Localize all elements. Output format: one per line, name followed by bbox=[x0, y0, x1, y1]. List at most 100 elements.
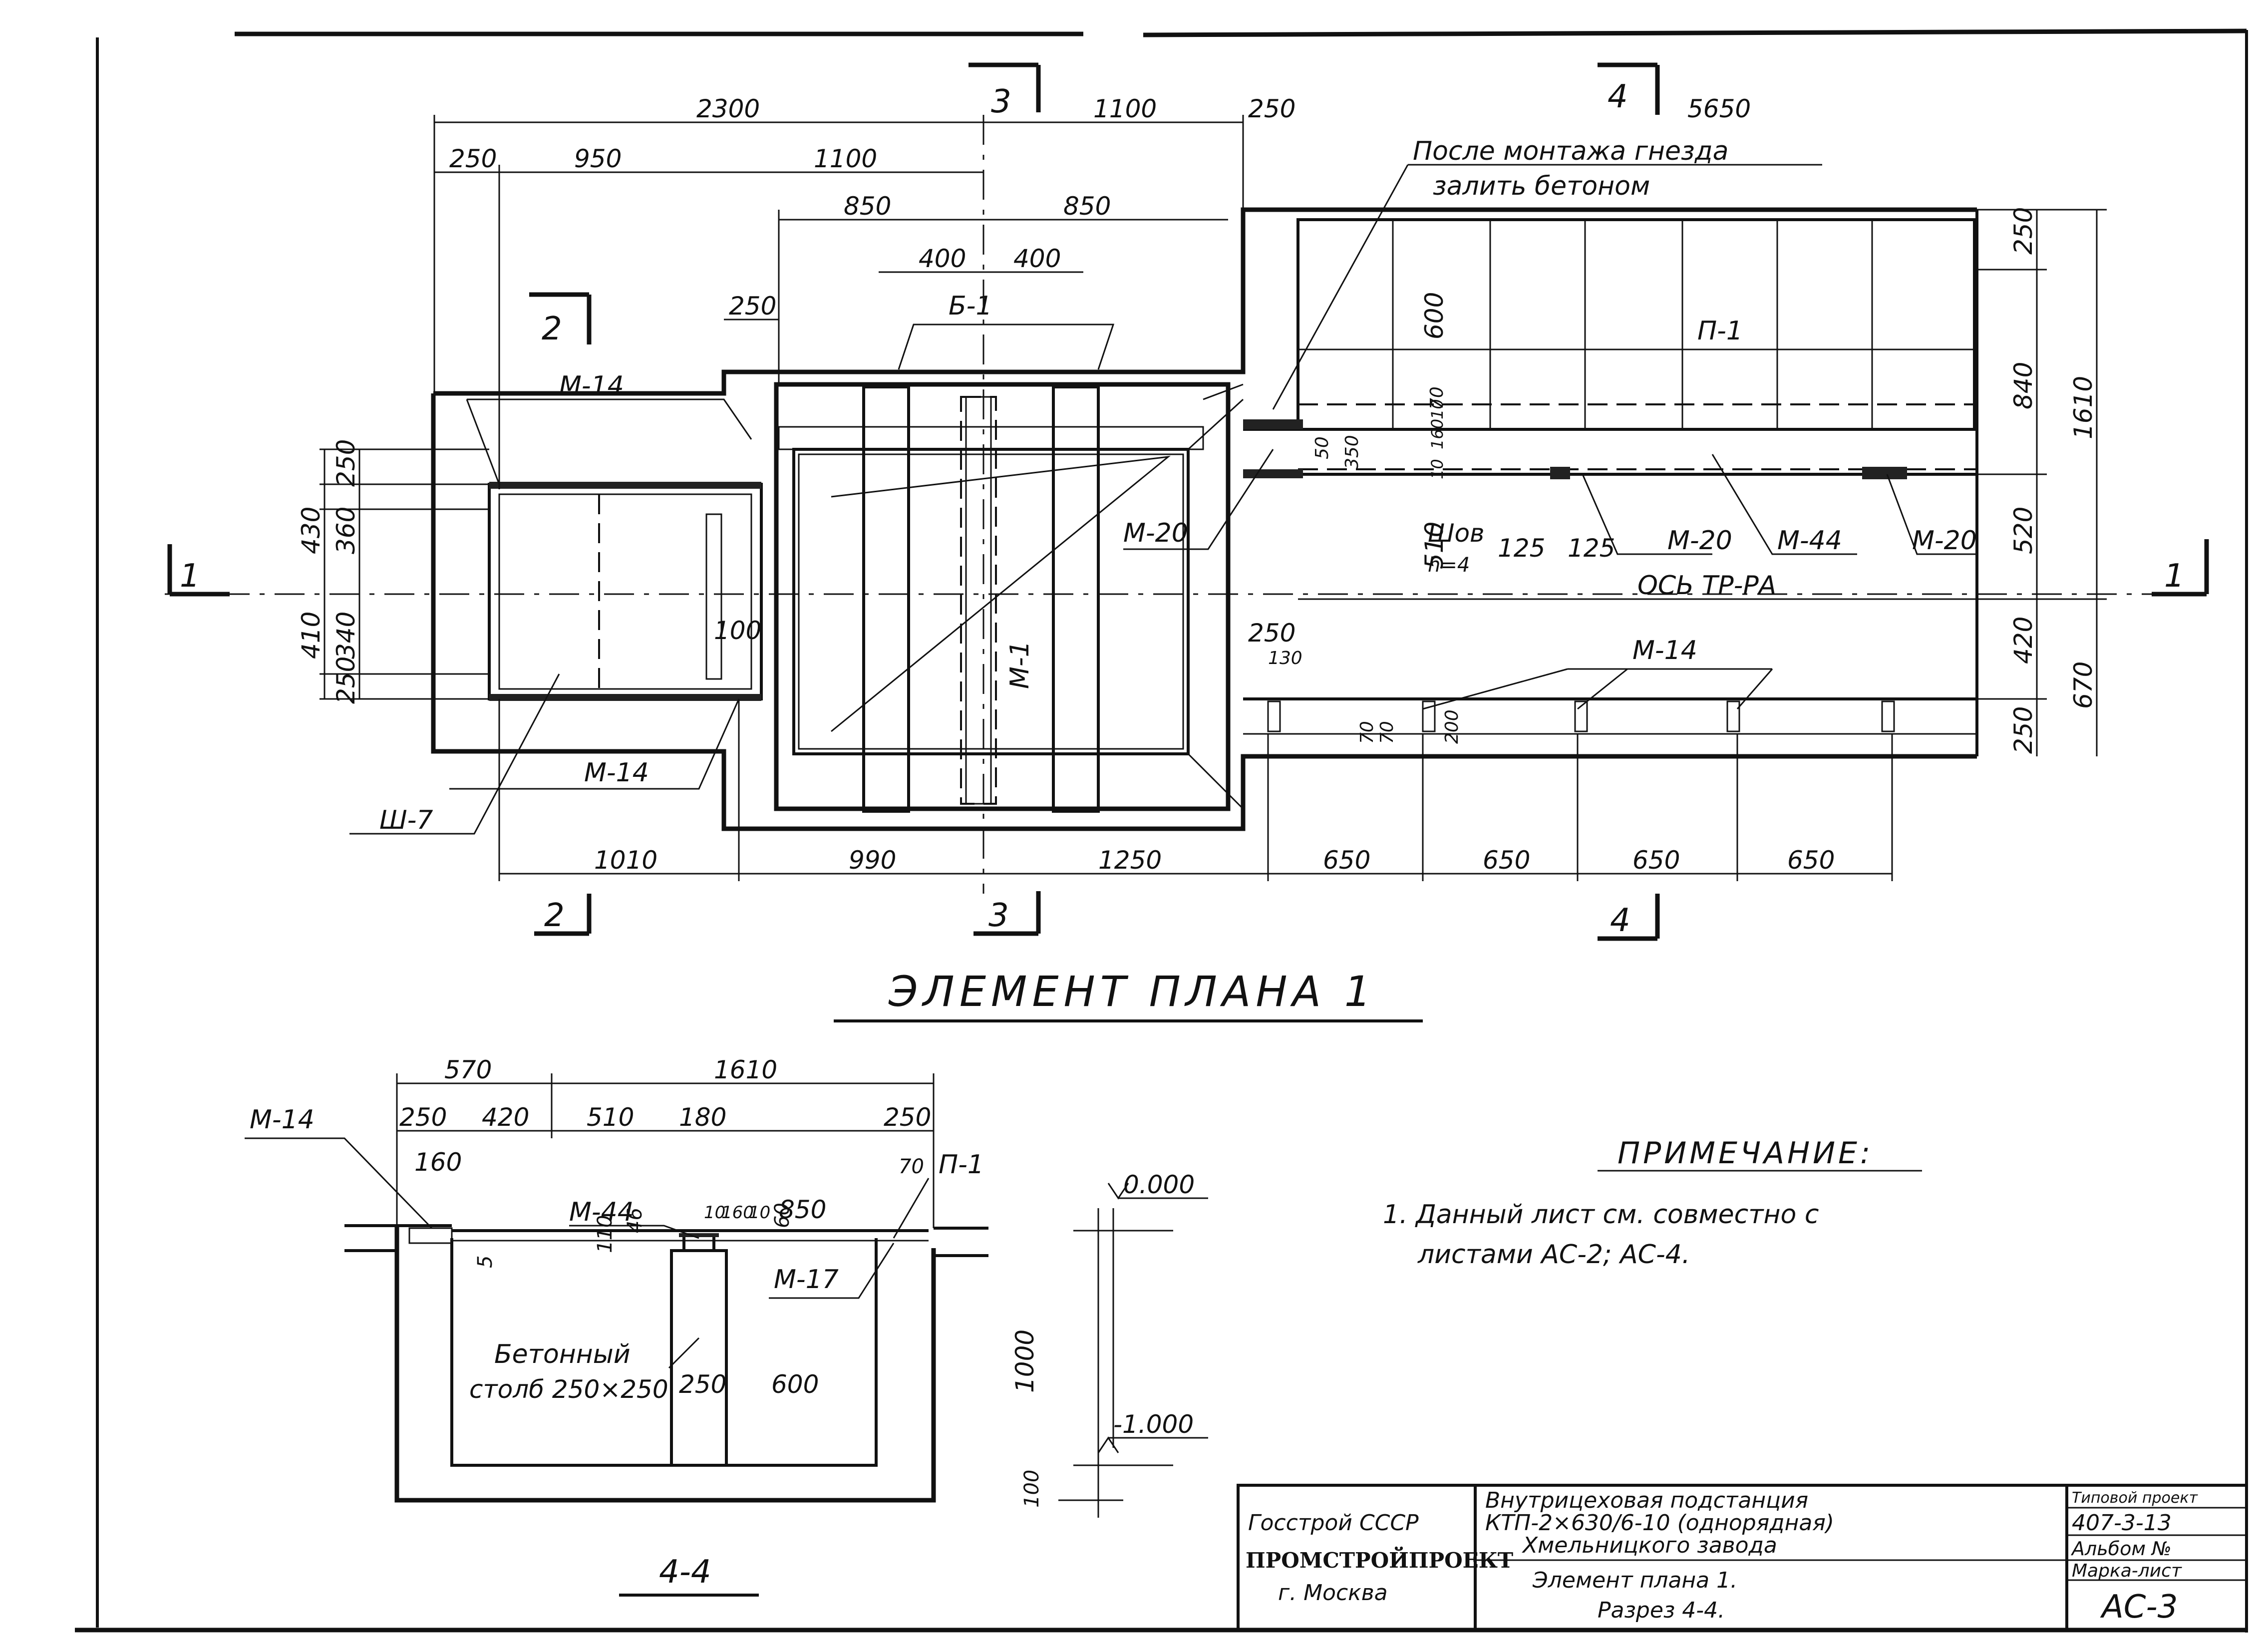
svg-text:360: 360 bbox=[331, 507, 360, 554]
svg-text:1250: 1250 bbox=[1098, 846, 1162, 875]
section-marker-1-left: 1 bbox=[167, 544, 230, 597]
svg-text:1: 1 bbox=[2164, 558, 2185, 595]
svg-text:430: 430 bbox=[297, 507, 325, 554]
svg-text:200: 200 bbox=[1442, 709, 1462, 744]
svg-text:600: 600 bbox=[771, 1370, 819, 1399]
section-marker-3-bottom: 3 bbox=[973, 891, 1041, 936]
svg-text:125: 125 bbox=[1568, 534, 1615, 563]
svg-text:850: 850 bbox=[779, 1195, 826, 1224]
label-shov: Шов bbox=[1428, 519, 1485, 548]
level-top: 0.000 bbox=[1123, 1170, 1195, 1199]
right-trench bbox=[1296, 218, 1976, 431]
dim-top-1100b: 1100 bbox=[814, 144, 877, 173]
label-m14-top: М-14 bbox=[559, 371, 624, 401]
svg-text:70: 70 bbox=[1427, 386, 1447, 409]
level-bottom: -1.000 bbox=[1113, 1410, 1194, 1439]
svg-text:70: 70 bbox=[1357, 721, 1377, 744]
svg-text:10: 10 bbox=[749, 1203, 770, 1223]
stamp-album: Альбом № bbox=[2070, 1538, 2172, 1560]
svg-text:160: 160 bbox=[414, 1148, 462, 1177]
svg-text:250: 250 bbox=[2009, 706, 2038, 754]
svg-text:600: 600 bbox=[1420, 292, 1449, 339]
central-pit bbox=[774, 382, 1231, 811]
svg-text:410: 410 bbox=[297, 612, 325, 659]
svg-text:250: 250 bbox=[1248, 619, 1295, 648]
svg-text:125: 125 bbox=[1498, 534, 1545, 563]
svg-text:180: 180 bbox=[679, 1103, 726, 1132]
section-marker-2-top: 2 bbox=[529, 292, 592, 347]
svg-text:2: 2 bbox=[544, 897, 565, 934]
svg-text:840: 840 bbox=[2009, 362, 2038, 409]
svg-text:46: 46 bbox=[624, 1208, 646, 1233]
label-m20-a: М-20 bbox=[1123, 518, 1188, 548]
plan-element-1: 1 1 2 2 3 3 4 bbox=[165, 62, 2209, 1022]
svg-text:1610: 1610 bbox=[2069, 376, 2098, 439]
dim-top-850b: 850 bbox=[1063, 192, 1111, 221]
label-m1: М-1 bbox=[1005, 641, 1035, 689]
section-label-m17: М-17 bbox=[774, 1265, 839, 1295]
dim-top-250c: 250 bbox=[729, 292, 776, 321]
svg-text:250: 250 bbox=[2009, 207, 2038, 255]
label-axis: ОСЬ ТР-РА bbox=[1637, 571, 1776, 601]
svg-text:10: 10 bbox=[1428, 459, 1447, 479]
beam-b1-left bbox=[862, 385, 910, 813]
svg-text:990: 990 bbox=[849, 846, 896, 875]
svg-text:5: 5 bbox=[474, 1256, 497, 1268]
beam-b1-right bbox=[1052, 385, 1100, 813]
label-b1: Б-1 bbox=[949, 291, 992, 321]
label-m14-right: М-14 bbox=[1632, 636, 1697, 665]
svg-text:420: 420 bbox=[2009, 617, 2038, 664]
stamp-typical-value: 407-3-13 bbox=[2072, 1510, 2172, 1536]
plan-title: ЭЛЕМЕНТ ПЛАНА 1 bbox=[888, 967, 1376, 1016]
svg-text:650: 650 bbox=[1632, 846, 1680, 875]
svg-text:70: 70 bbox=[899, 1155, 924, 1178]
section-label-p1: П-1 bbox=[939, 1150, 984, 1180]
svg-text:130: 130 bbox=[1268, 648, 1302, 668]
svg-text:50: 50 bbox=[1312, 436, 1332, 459]
svg-text:2: 2 bbox=[542, 311, 562, 347]
svg-text:250: 250 bbox=[399, 1103, 447, 1132]
section-label-m44: М-44 bbox=[569, 1197, 634, 1227]
svg-text:1: 1 bbox=[180, 558, 200, 595]
stamp-org2: ПРОМСТРОЙПРОЕКТ bbox=[1246, 1546, 1513, 1573]
svg-text:340: 340 bbox=[331, 612, 360, 659]
svg-text:520: 520 bbox=[2009, 507, 2038, 554]
dim-top-5650: 5650 bbox=[1687, 94, 1751, 123]
section-label-concrete2: столб 250×250 bbox=[469, 1375, 668, 1404]
svg-text:4: 4 bbox=[1608, 78, 1628, 115]
left-pit bbox=[488, 483, 763, 700]
stamp-org1: Госстрой СССР bbox=[1248, 1510, 1419, 1536]
label-m20-c: М-20 bbox=[1912, 526, 1977, 556]
section-label-m14: М-14 bbox=[250, 1105, 315, 1135]
stamp-mark-label: Марка-лист bbox=[2072, 1561, 2182, 1581]
svg-text:3: 3 bbox=[991, 83, 1011, 120]
stamp-desc3: Хмельницкого завода bbox=[1522, 1533, 1777, 1558]
svg-text:160: 160 bbox=[721, 1203, 754, 1223]
note-line1: 1. Данный лист см. совместно с bbox=[1383, 1200, 1819, 1230]
svg-text:10: 10 bbox=[1428, 399, 1447, 419]
section-marker-1-right: 1 bbox=[2152, 539, 2209, 597]
dim-top-2300: 2300 bbox=[696, 94, 760, 123]
dim-top-950: 950 bbox=[574, 144, 622, 173]
dim-top-400a: 400 bbox=[919, 244, 966, 273]
svg-text:60: 60 bbox=[771, 1203, 794, 1228]
svg-text:350: 350 bbox=[1342, 435, 1362, 469]
svg-text:70: 70 bbox=[1377, 721, 1397, 744]
svg-text:250: 250 bbox=[679, 1370, 726, 1399]
svg-text:670: 670 bbox=[2069, 661, 2098, 709]
label-sh7: Ш-7 bbox=[379, 805, 433, 835]
section-4-4: 570 1610 250 420 510 180 250 160 10 160 … bbox=[245, 1055, 1208, 1597]
label-p1: П-1 bbox=[1697, 316, 1743, 346]
svg-text:1000: 1000 bbox=[1010, 1329, 1039, 1393]
svg-text:250: 250 bbox=[331, 439, 360, 487]
svg-text:1010: 1010 bbox=[594, 846, 657, 875]
stamp-mark-value: АС-3 bbox=[2100, 1589, 2178, 1626]
svg-text:650: 650 bbox=[1483, 846, 1530, 875]
dim-top-250: 250 bbox=[1248, 94, 1295, 123]
stamp-desc5: Разрез 4-4. bbox=[1598, 1598, 1725, 1623]
svg-text:4: 4 bbox=[1610, 902, 1630, 939]
note-heading: ПРИМЕЧАНИЕ: bbox=[1617, 1136, 1873, 1171]
stamp-desc2: КТП-2×630/6-10 (однорядная) bbox=[1485, 1510, 1834, 1536]
svg-text:570: 570 bbox=[444, 1055, 492, 1084]
stamp-typical-label: Типовой проект bbox=[2072, 1489, 2198, 1507]
